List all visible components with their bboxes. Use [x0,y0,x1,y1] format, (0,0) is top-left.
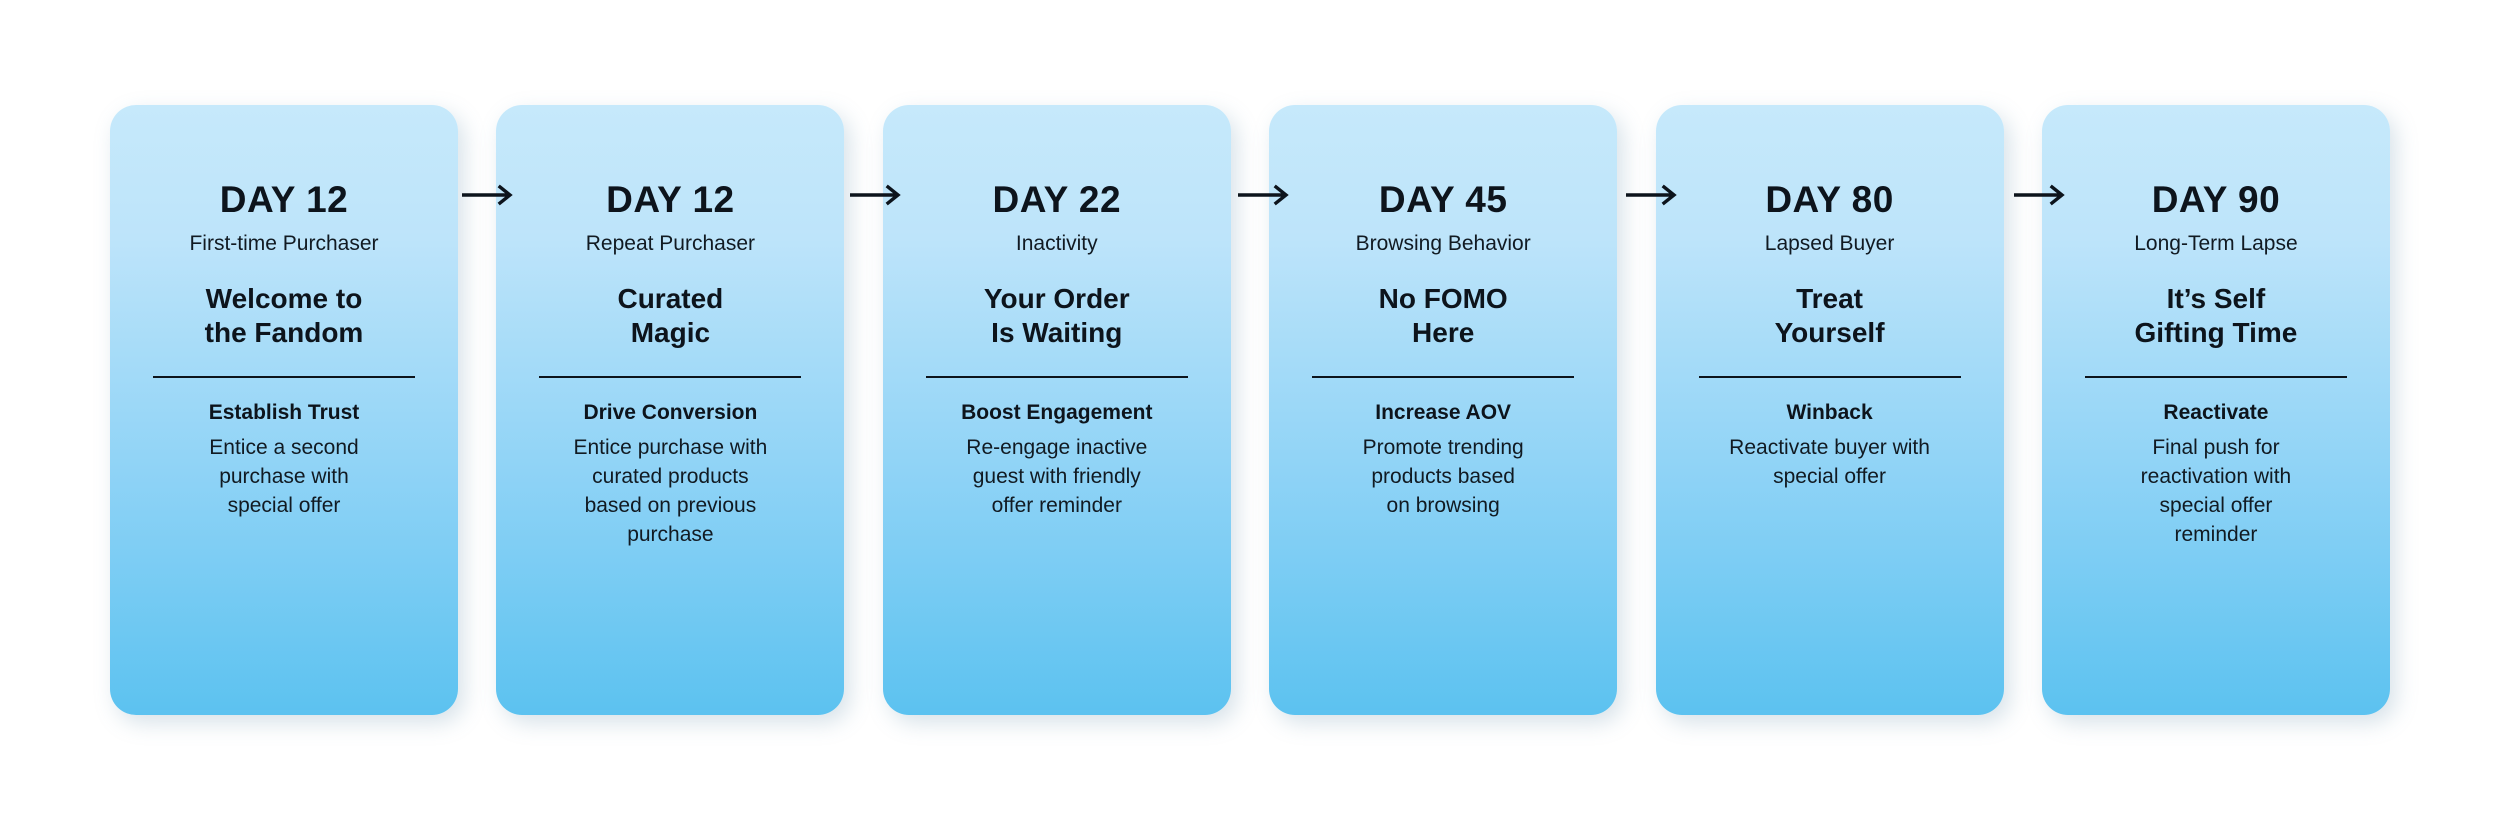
card-goal-label: Drive Conversion [583,401,758,425]
card-description: Entice purchase with curated products ba… [573,435,768,546]
card-day-label: DAY 80 [1765,179,1894,220]
card-headline: Welcome to the Fandom [204,283,364,349]
flow-card-6[interactable]: DAY 90 Long-Term Lapse It’s Self Gifting… [2041,105,2390,715]
card-description: Promote trending products based on brows… [1362,435,1524,517]
card-day-label: DAY 90 [2151,179,2281,220]
flow-card-4[interactable]: DAY 45 Browsing Behavior No FOMO Here In… [1269,105,1618,715]
card-day-label: DAY 12 [219,179,349,220]
card-goal-label: Increase AOV [1375,401,1512,425]
card-segment-label: Inactivity [1015,232,1098,255]
card-goal-label: Establish Trust [208,401,360,425]
card-segment-label: Repeat Purchaser [585,232,756,255]
card-divider [2084,376,2347,379]
card-day-label: DAY 45 [1378,179,1508,220]
card-goal-label: Winback [1786,401,1873,425]
card-headline: No FOMO Here [1378,283,1508,349]
card-day-label: DAY 22 [992,179,1122,220]
card-divider [1312,376,1575,379]
card-headline: Your Order Is Waiting [983,283,1130,349]
card-divider [539,376,802,379]
card-day-label: DAY 12 [606,179,735,220]
flow-card-1[interactable]: DAY 12 First-time Purchaser Welcome to t… [110,105,458,715]
flow-card-5[interactable]: DAY 80 Lapsed Buyer Treat Yourself Winba… [1655,105,2004,715]
card-description: Re-engage inactive guest with friendly o… [966,435,1148,517]
card-headline: It’s Self Gifting Time [2134,283,2298,349]
card-segment-label: Browsing Behavior [1355,232,1531,255]
card-goal-label: Reactivate [2163,401,2269,425]
flow-card-2[interactable]: DAY 12 Repeat Purchaser Curated Magic Dr… [496,105,845,715]
card-segment-label: Lapsed Buyer [1764,232,1895,255]
flow-card-3[interactable]: DAY 22 Inactivity Your Order Is Waiting … [882,105,1231,715]
card-divider [1698,376,1961,379]
card-divider [153,376,415,379]
card-headline: Treat Yourself [1774,283,1885,349]
card-description: Reactivate buyer with special offer [1729,435,1930,488]
card-description: Entice a second purchase with special of… [209,435,359,517]
card-headline: Curated Magic [617,283,724,349]
card-segment-label: First-time Purchaser [189,232,379,255]
card-segment-label: Long-Term Lapse [2134,232,2298,255]
card-description: Final push for reactivation with special… [2140,435,2292,546]
card-goal-label: Boost Engagement [961,401,1153,425]
card-divider [925,376,1188,379]
